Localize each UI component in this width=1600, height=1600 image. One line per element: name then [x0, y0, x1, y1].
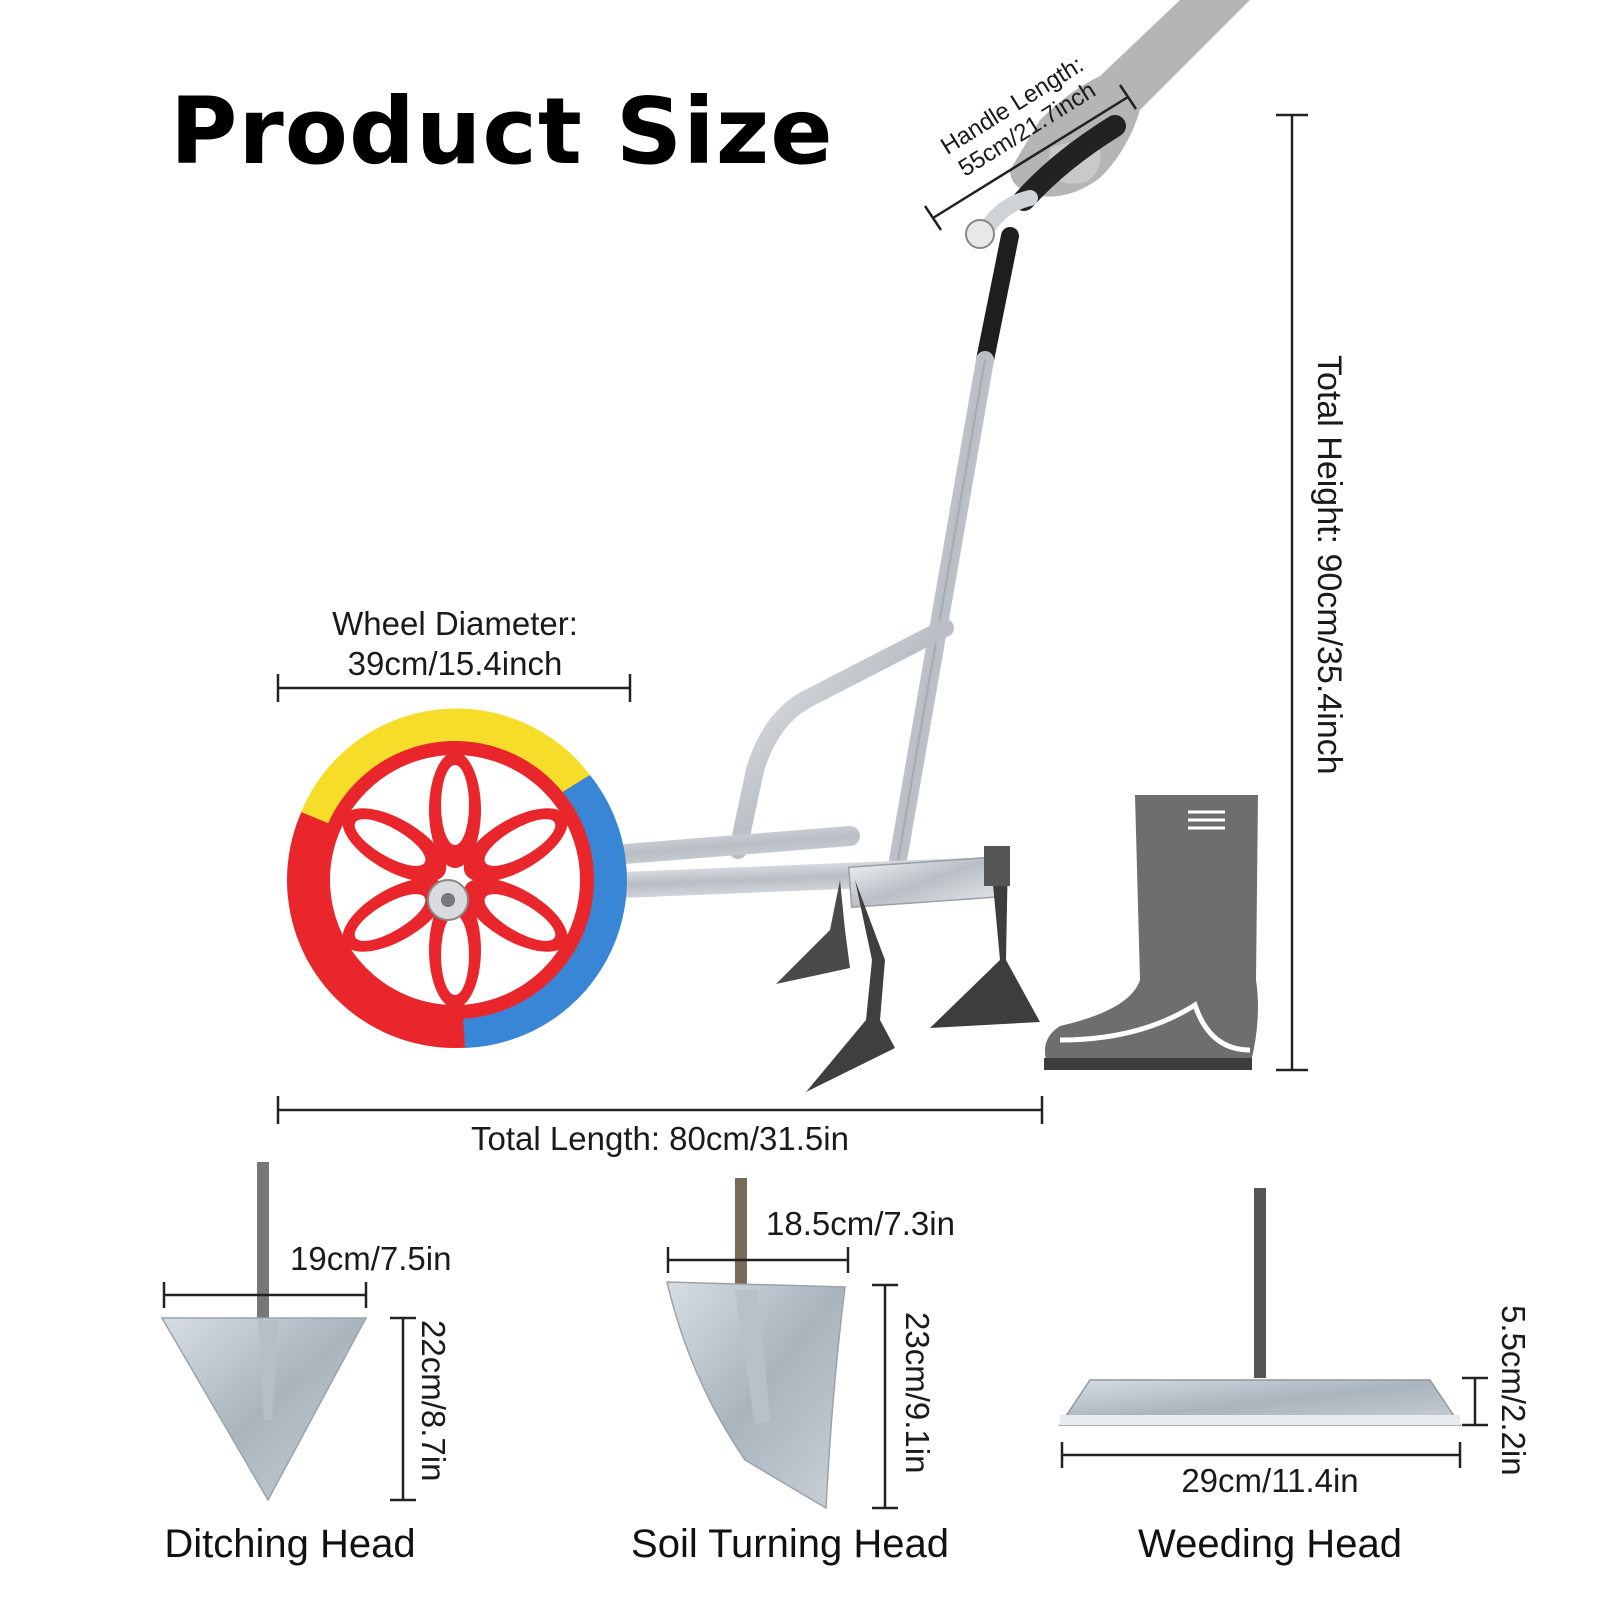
wheel: [287, 708, 627, 1048]
wheel-diameter-label: Wheel Diameter: 39cm/15.4inch: [300, 604, 610, 684]
weeding-head-name: Weeding Head: [1138, 1522, 1402, 1566]
ditching-head-illustration: [160, 1162, 416, 1502]
soil-turning-head-name: Soil Turning Head: [631, 1522, 949, 1566]
ditching-head-name: Ditching Head: [164, 1522, 416, 1566]
soil-turning-head-width: 18.5cm/7.3in: [766, 1205, 955, 1242]
wheel-diameter-value: 39cm/15.4inch: [347, 645, 563, 682]
total-height-label: Total Height: 90cm/35.4inch: [1310, 355, 1348, 775]
ditching-head-height: 22cm/8.7in: [415, 1320, 452, 1482]
handle-pole: [729, 227, 1019, 869]
boot-illustration: [1044, 795, 1258, 1070]
total-length-label: Total Length: 80cm/31.5in: [471, 1120, 849, 1157]
weeding-head-height: 5.5cm/2.2in: [1495, 1305, 1532, 1476]
tines: [776, 846, 1040, 1092]
wheel-diameter-title: Wheel Diameter:: [332, 605, 578, 642]
dimension-lines: [276, 84, 1308, 1124]
soil-turning-head-height: 23cm/9.1in: [899, 1312, 936, 1474]
page-title: Product Size: [170, 78, 834, 185]
handle-grip: [965, 115, 1126, 249]
soil-turning-head-illustration: [666, 1178, 898, 1510]
weeding-head-width: 29cm/11.4in: [1181, 1462, 1359, 1499]
weeding-head-illustration: [1058, 1188, 1488, 1468]
ditching-head-width: 19cm/7.5in: [290, 1240, 452, 1277]
